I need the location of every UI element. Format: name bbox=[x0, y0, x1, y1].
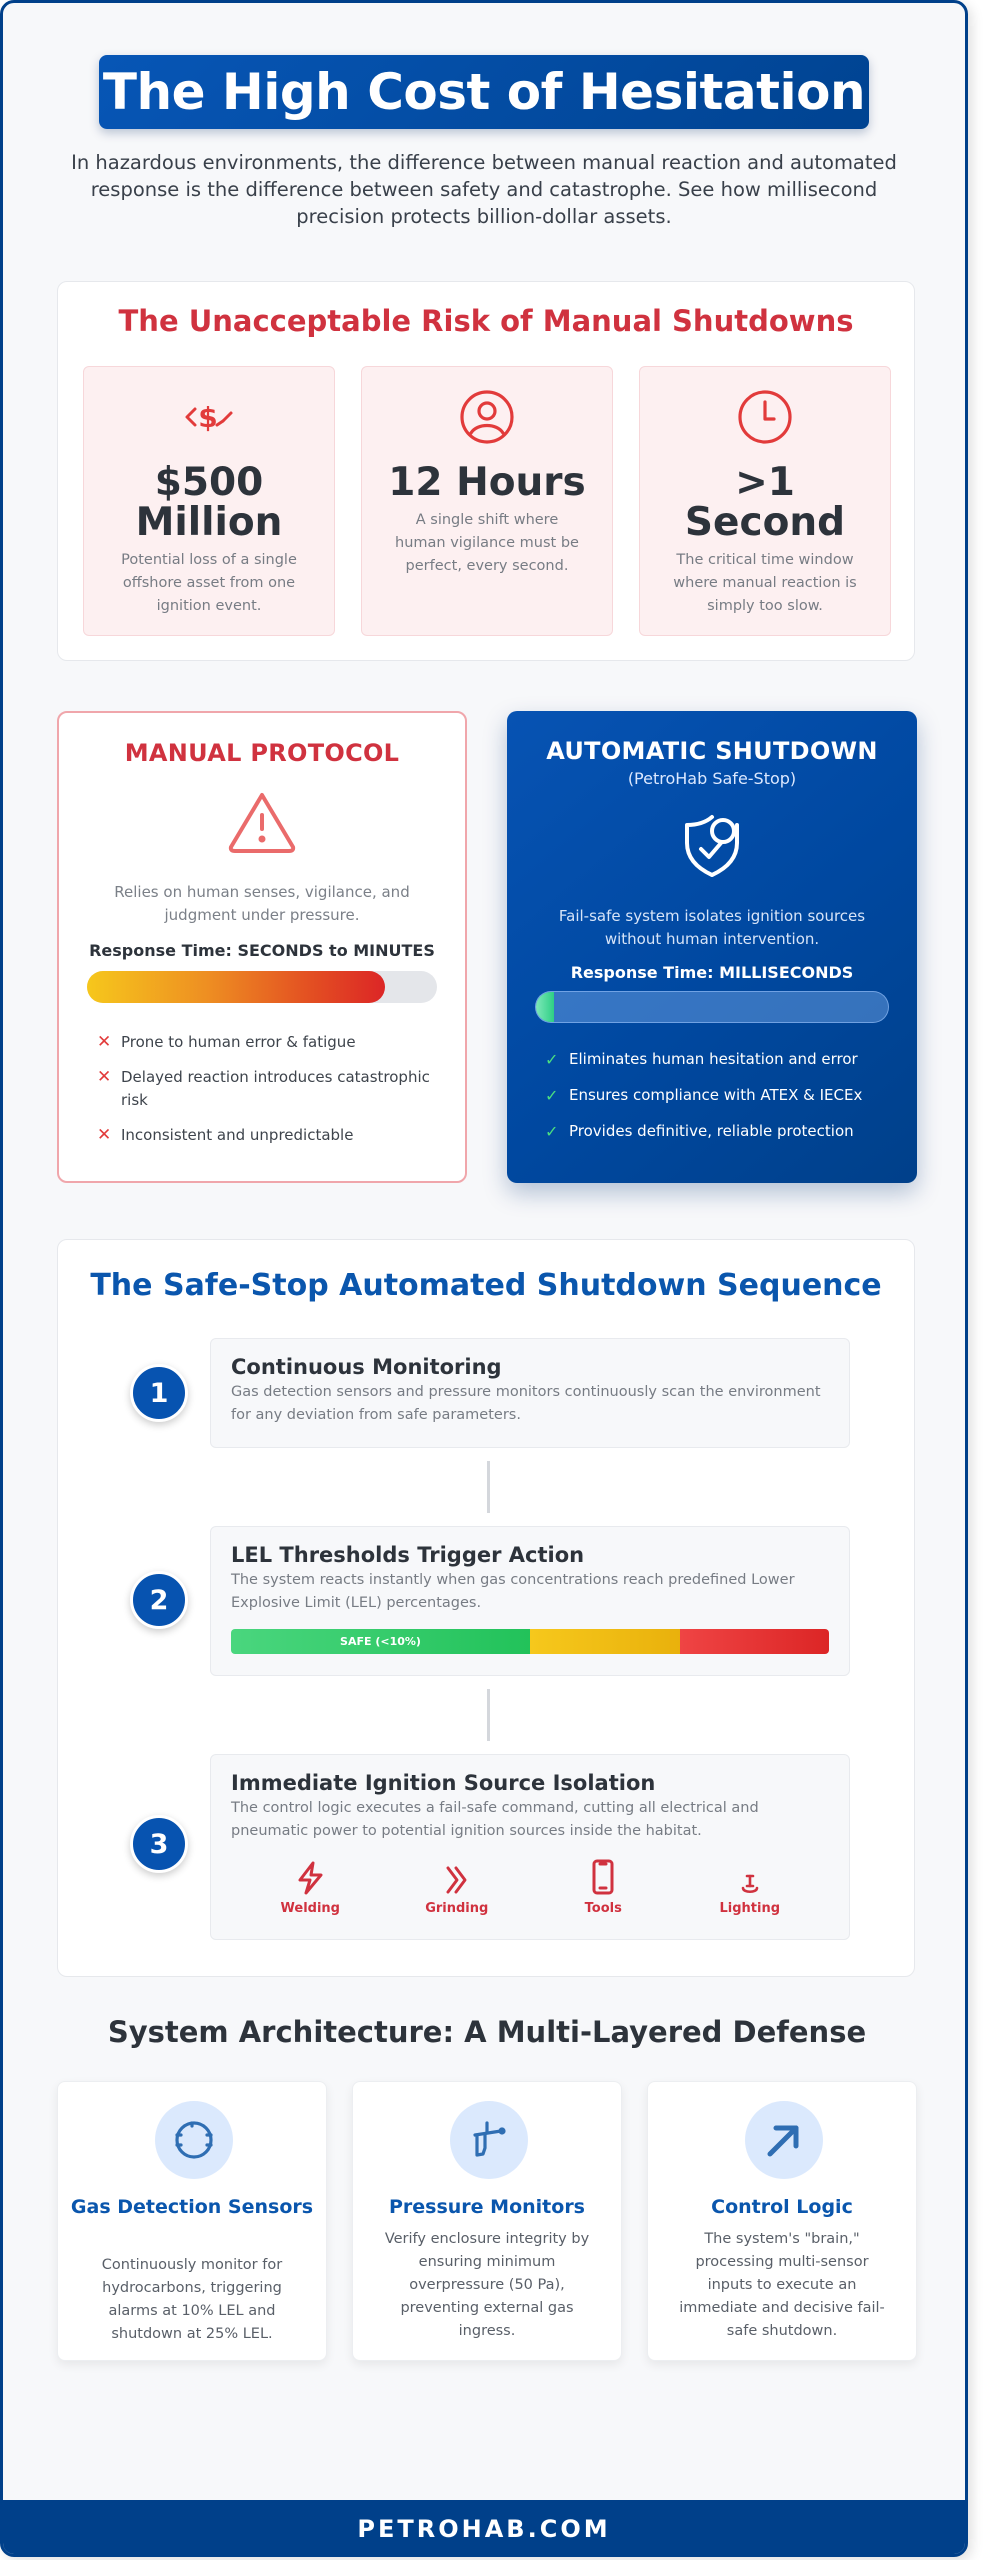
step-desc: Gas detection sensors and pressure monit… bbox=[231, 1384, 821, 1423]
shield-check-icon bbox=[507, 813, 917, 879]
lel-shutdown-zone bbox=[679, 1629, 829, 1654]
manual-protocol-card: MANUAL PROTOCOL Relies on human senses, … bbox=[57, 711, 467, 1183]
sensor-ring-icon bbox=[155, 2101, 233, 2179]
check-icon: ✓ bbox=[545, 1086, 559, 1105]
architecture-title: System Architecture: A Multi-Layered Def… bbox=[107, 2015, 867, 2049]
warning-triangle-icon bbox=[59, 791, 465, 855]
step-number-1: 1 bbox=[130, 1364, 188, 1422]
risk-desc: Potential loss of a single offshore asse… bbox=[121, 552, 297, 614]
arch-card-pressure-monitors: Pressure Monitors Verify enclosure integ… bbox=[352, 2081, 622, 2361]
step-title: Continuous Monitoring bbox=[231, 1355, 502, 1379]
manual-point: ✕Prone to human error & fatigue bbox=[97, 1032, 356, 1052]
clock-icon bbox=[640, 389, 890, 445]
lel-safe-zone: SAFE (<10%) bbox=[231, 1629, 530, 1654]
manual-response-fill bbox=[87, 971, 385, 1003]
auto-response-bar bbox=[535, 991, 889, 1023]
step-title: LEL Thresholds Trigger Action bbox=[231, 1543, 585, 1567]
intro-text: In hazardous environments, the differenc… bbox=[71, 151, 897, 228]
risk-panel: The Unacceptable Risk of Manual Shutdown… bbox=[57, 281, 915, 661]
step-card-isolation: Immediate Ignition Source Isolation The … bbox=[210, 1754, 850, 1940]
auto-point: ✓Ensures compliance with ATEX & IECEx bbox=[545, 1086, 863, 1105]
step-card-monitoring: Continuous Monitoring Gas detection sens… bbox=[210, 1338, 850, 1448]
manual-response-time: Response Time: SECONDS to MINUTES bbox=[89, 941, 435, 960]
auto-subtitle: (PetroHab Safe-Stop) bbox=[627, 769, 797, 788]
risk-value: 12 Hours bbox=[388, 460, 586, 505]
step-number-3: 3 bbox=[130, 1815, 188, 1873]
lel-threshold-bar: SAFE (<10%) bbox=[231, 1629, 829, 1654]
x-mark-icon: ✕ bbox=[97, 1125, 112, 1145]
phone-device-icon bbox=[591, 1859, 615, 1895]
auto-points: ✓Eliminates human hesitation and error ✓… bbox=[545, 1048, 889, 1156]
step-desc: The control logic executes a fail-safe c… bbox=[231, 1800, 759, 1839]
arch-card-title: Control Logic bbox=[711, 2196, 853, 2218]
auto-title: AUTOMATIC SHUTDOWN bbox=[546, 737, 878, 765]
x-mark-icon: ✕ bbox=[97, 1067, 112, 1087]
footer-website-link[interactable]: PETROHAB.COM bbox=[357, 2514, 611, 2543]
auto-point: ✓Eliminates human hesitation and error bbox=[545, 1050, 858, 1069]
risk-title: The Unacceptable Risk of Manual Shutdown… bbox=[118, 304, 854, 338]
check-icon: ✓ bbox=[545, 1122, 559, 1141]
lel-alarm-zone bbox=[530, 1629, 680, 1654]
footer: PETROHAB.COM bbox=[3, 2500, 965, 2554]
arch-card-desc: Continuously monitor for hydrocarbons, t… bbox=[101, 2257, 283, 2342]
manual-response-bar bbox=[87, 971, 437, 1003]
arch-card-desc: Verify enclosure integrity by ensuring m… bbox=[384, 2231, 590, 2339]
step-connector bbox=[487, 1689, 490, 1741]
arch-card-control-logic: Control Logic The system's "brain," proc… bbox=[647, 2081, 917, 2361]
arch-card-gas-sensors: Gas Detection Sensors Continuously monit… bbox=[57, 2081, 327, 2361]
auto-response-fill bbox=[536, 992, 554, 1022]
auto-response-time: Response Time: MILLISECONDS bbox=[570, 963, 854, 982]
risk-desc: The critical time window where manual re… bbox=[673, 552, 857, 614]
step-desc: The system reacts instantly when gas con… bbox=[231, 1572, 795, 1611]
risk-value: >1 Second bbox=[684, 460, 846, 545]
ignition-source-welding: Welding bbox=[255, 1859, 365, 1916]
risk-card-hours: 12 Hours A single shift where human vigi… bbox=[361, 366, 613, 636]
check-icon: ✓ bbox=[545, 1050, 559, 1069]
risk-card-time: >1 Second The critical time window where… bbox=[639, 366, 891, 636]
risk-value: $500 Million bbox=[135, 460, 283, 545]
user-circle-icon bbox=[362, 389, 612, 445]
ignition-source-grinding: Grinding bbox=[402, 1859, 512, 1916]
arch-card-title: Gas Detection Sensors bbox=[70, 2196, 314, 2218]
manual-points: ✕Prone to human error & fatigue ✕Delayed… bbox=[97, 1031, 437, 1159]
step-card-lel: LEL Thresholds Trigger Action The system… bbox=[210, 1526, 850, 1676]
double-chevron-icon bbox=[442, 1859, 472, 1895]
page-title: The High Cost of Hesitation bbox=[102, 63, 866, 121]
x-mark-icon: ✕ bbox=[97, 1032, 112, 1052]
shutdown-sequence-panel: The Safe-Stop Automated Shutdown Sequenc… bbox=[57, 1239, 915, 1977]
step-number-2: 2 bbox=[130, 1571, 188, 1629]
risk-desc: A single shift where human vigilance mus… bbox=[395, 512, 579, 574]
risk-card-cost: $ $500 Million Potential loss of a singl… bbox=[83, 366, 335, 636]
auto-desc: Fail-safe system isolates ignition sourc… bbox=[558, 907, 866, 948]
auto-point: ✓Provides definitive, reliable protectio… bbox=[545, 1122, 854, 1141]
dollar-loss-icon: $ bbox=[84, 389, 334, 445]
arch-card-desc: The system's "brain," processing multi-s… bbox=[679, 2231, 885, 2339]
manual-point: ✕Inconsistent and unpredictable bbox=[97, 1125, 354, 1145]
sequence-title: The Safe-Stop Automated Shutdown Sequenc… bbox=[90, 1268, 882, 1303]
manual-title: MANUAL PROTOCOL bbox=[124, 739, 400, 767]
arch-card-title: Pressure Monitors bbox=[388, 2196, 585, 2218]
ignition-source-lighting: Lighting bbox=[695, 1859, 805, 1916]
ignition-source-tools: Tools bbox=[548, 1859, 658, 1916]
manual-point: ✕Delayed reaction introduces catastrophi… bbox=[97, 1066, 437, 1112]
title-banner: The High Cost of Hesitation bbox=[99, 55, 869, 129]
step-title: Immediate Ignition Source Isolation bbox=[231, 1771, 656, 1795]
lightning-bolt-icon bbox=[295, 1859, 325, 1895]
pressure-gauge-icon bbox=[450, 2101, 528, 2179]
step-connector bbox=[487, 1461, 490, 1513]
svg-text:$: $ bbox=[198, 401, 217, 434]
automatic-shutdown-card: AUTOMATIC SHUTDOWN (PetroHab Safe-Stop) … bbox=[507, 711, 917, 1183]
manual-desc: Relies on human senses, vigilance, and j… bbox=[114, 883, 410, 924]
ignition-sources: Welding Grinding Tools bbox=[231, 1859, 829, 1916]
arrow-up-right-icon bbox=[745, 2101, 823, 2179]
lamp-icon bbox=[740, 1859, 760, 1895]
